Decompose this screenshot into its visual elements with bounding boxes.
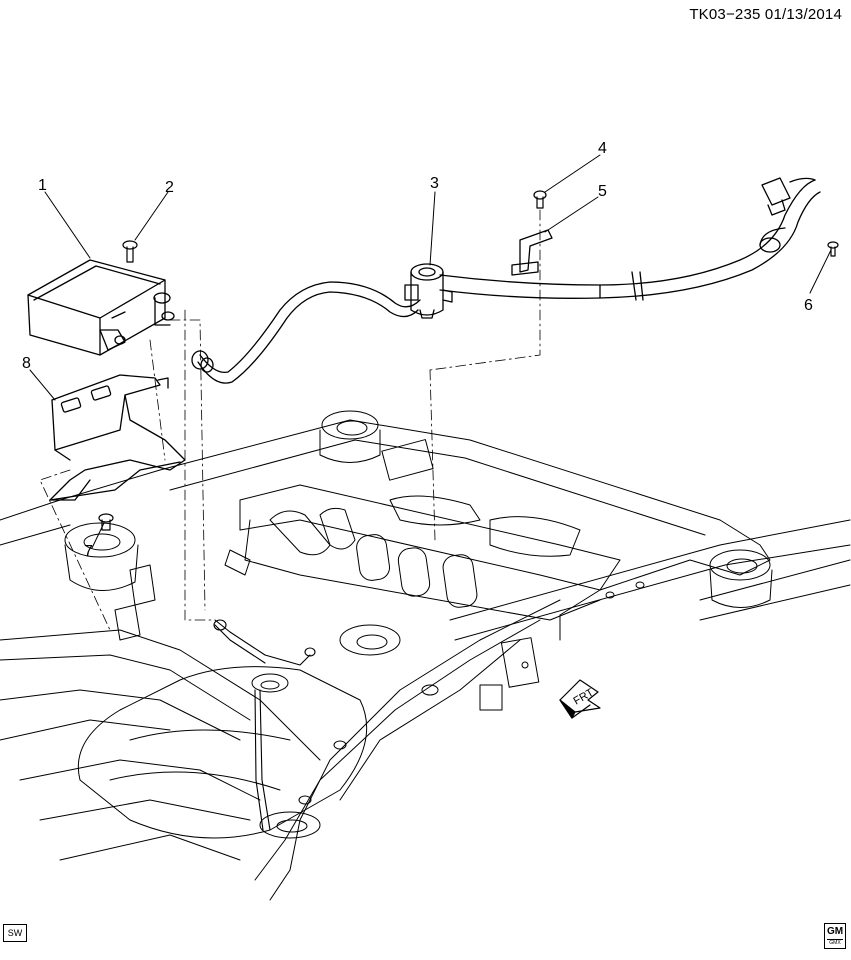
- diagram-code: TK03−235 01/13/2014: [689, 6, 842, 23]
- callout-6: 6: [804, 297, 813, 314]
- canister-bracket: [49, 374, 186, 501]
- hose-clip-bolt: [827, 241, 839, 257]
- purge-line: [213, 619, 316, 831]
- vehicle-frame: [0, 410, 851, 901]
- canister-bolt: [122, 240, 138, 263]
- callout-leaders: [29, 154, 832, 549]
- vent-solenoid-valve: [404, 263, 453, 319]
- callout-4: 4: [598, 140, 607, 157]
- callout-3: 3: [430, 175, 439, 192]
- callout-2: 2: [165, 179, 174, 196]
- hose-end-connector: [759, 177, 816, 253]
- callout-7: 7: [84, 543, 93, 560]
- solenoid-bracket: [511, 229, 553, 276]
- callout-8: 8: [22, 355, 31, 372]
- bracket-bolt: [533, 190, 547, 209]
- callout-5: 5: [598, 183, 607, 200]
- alignment-lines: [39, 209, 541, 631]
- callout-1: 1: [38, 177, 47, 194]
- gm-logo-text: GM: [826, 926, 844, 937]
- gm-logo: GM GMX: [824, 923, 846, 949]
- evap-canister: [27, 259, 175, 356]
- front-direction-arrow: [559, 679, 601, 719]
- gm-logo-subtext: GMX: [827, 939, 843, 947]
- bracket-mounting-bolt: [98, 513, 114, 531]
- vent-hose: [191, 179, 821, 384]
- sw-badge: SW: [3, 924, 27, 942]
